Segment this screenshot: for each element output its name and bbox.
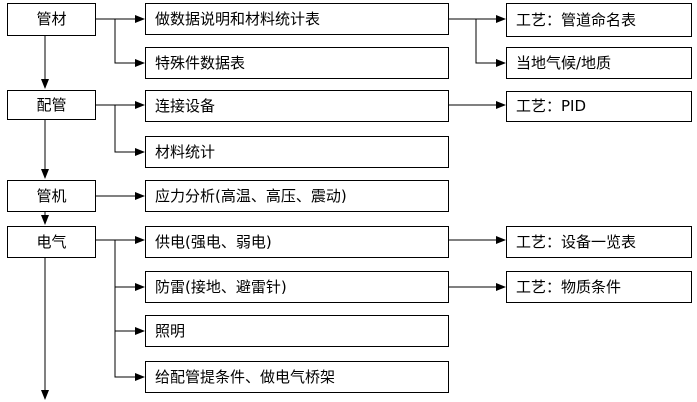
stage-pipe-mechanics: 管机 xyxy=(7,180,96,212)
task-data-and-material-table: 做数据说明和材料统计表 xyxy=(145,3,449,35)
stage-piping: 配管 xyxy=(7,90,96,120)
task-connect-equipment: 连接设备 xyxy=(145,90,449,122)
task-lighting: 照明 xyxy=(145,315,449,347)
note-equipment-list: 工艺：设备一览表 xyxy=(506,226,692,258)
note-pid: 工艺：PID xyxy=(506,91,692,122)
task-power-supply: 供电(强电、弱电) xyxy=(145,226,449,258)
note-material-conditions: 工艺：物质条件 xyxy=(506,271,692,303)
stage-pipe-material: 管材 xyxy=(7,3,96,36)
task-cable-tray-conditions: 给配管提条件、做电气桥架 xyxy=(145,361,449,393)
task-material-statistics: 材料统计 xyxy=(145,136,449,168)
stage-electrical: 电气 xyxy=(7,226,96,258)
task-stress-analysis: 应力分析(高温、高压、震动) xyxy=(145,180,449,212)
note-local-climate-geology: 当地气候/地质 xyxy=(506,47,692,79)
note-pipeline-naming-table: 工艺：管道命名表 xyxy=(506,3,692,37)
task-special-parts-table: 特殊件数据表 xyxy=(145,47,449,79)
task-lightning-protection: 防雷(接地、避雷针) xyxy=(145,271,449,303)
